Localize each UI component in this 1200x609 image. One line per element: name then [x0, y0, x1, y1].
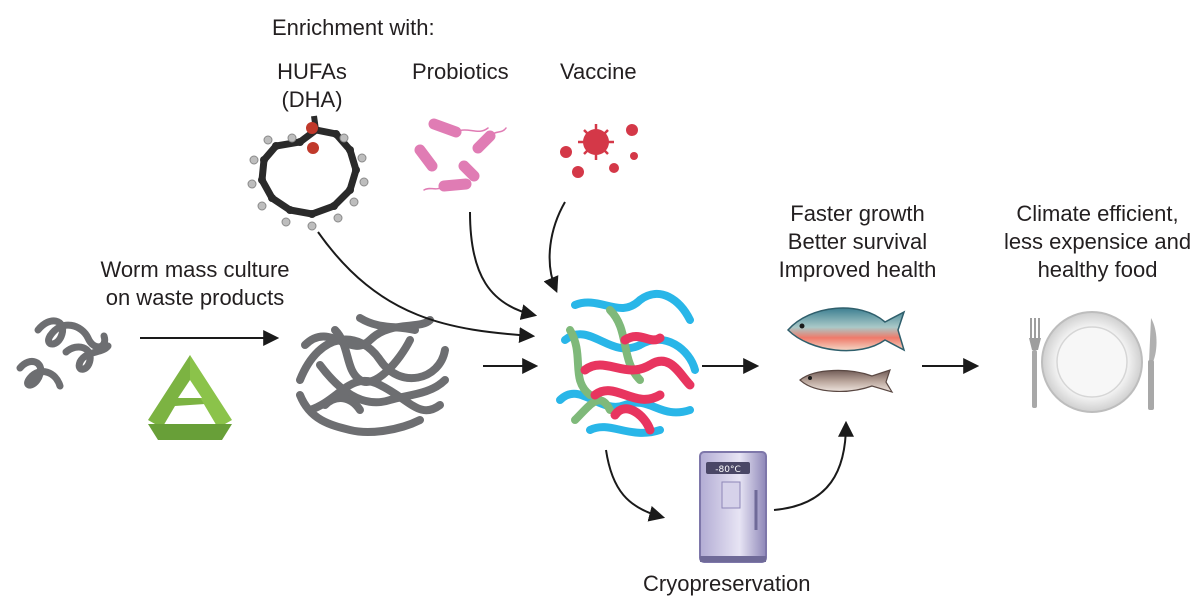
- worm-culture-line1: Worm mass culture: [100, 257, 290, 282]
- food-label: Climate efficient, less expensice and he…: [995, 200, 1200, 284]
- outcome-health: Improved health: [778, 257, 937, 282]
- plate-cutlery-icon: [1029, 311, 1157, 413]
- outcome-growth: Faster growth: [790, 201, 925, 226]
- hufas-label-line1: HUFAs: [277, 59, 347, 84]
- hufas-label: HUFAs (DHA): [262, 58, 362, 114]
- arrow-freezer-to-fish: [773, 420, 854, 511]
- recycle-icon: [148, 355, 232, 440]
- hufas-label-line2: (DHA): [281, 87, 343, 112]
- wiggly-worms-icon: [16, 317, 112, 390]
- arrow-probiotics: [469, 211, 538, 320]
- enrichment-heading: Enrichment with:: [272, 15, 435, 40]
- worm-mass-icon: [296, 314, 449, 436]
- food-line3: healthy food: [1037, 257, 1158, 282]
- arrows: [140, 201, 980, 522]
- worm-culture-line2: on waste products: [105, 285, 285, 310]
- arrow-to-freezer: [605, 449, 666, 522]
- arrow-vaccine: [543, 201, 566, 293]
- worm-culture-label: Worm mass culture on waste products: [80, 256, 310, 312]
- freezer-display: -80°C: [715, 465, 740, 475]
- outcomes-label: Faster growth Better survival Improved h…: [750, 200, 965, 284]
- enriched-worms-icon: [556, 290, 699, 437]
- arrow-hufas: [317, 231, 536, 344]
- outcome-survival: Better survival: [787, 229, 928, 254]
- freezer-icon: -80°C: [699, 451, 767, 563]
- dha-molecule-icon: [247, 115, 369, 231]
- salmon-icon: [786, 307, 906, 352]
- food-line2: less expensice and: [1003, 229, 1192, 254]
- probiotics-label: Probiotics: [412, 59, 509, 84]
- bacteria-icon: [414, 118, 507, 192]
- virus-icon: [560, 124, 638, 178]
- cryopreservation-label: Cryopreservation: [643, 571, 811, 596]
- vaccine-label: Vaccine: [560, 59, 637, 84]
- food-line1: Climate efficient,: [1016, 201, 1179, 226]
- herring-icon: [799, 369, 894, 394]
